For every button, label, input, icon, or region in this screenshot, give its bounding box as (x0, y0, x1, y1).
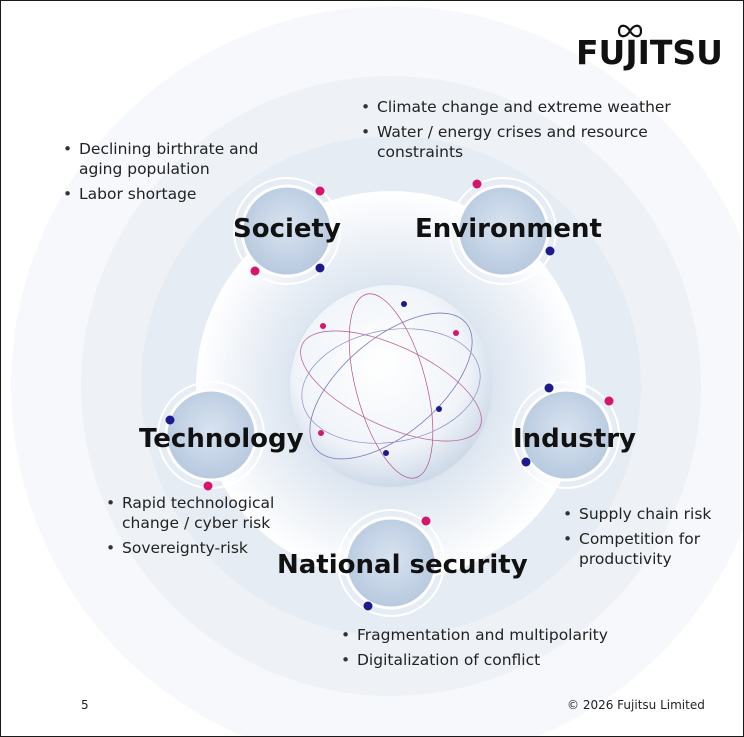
node-national-security (337, 509, 445, 617)
label-national-security: National security (277, 550, 528, 580)
technology-bullets: Rapid technological change / cyber risk … (106, 493, 306, 563)
bullet-item: Sovereignty-risk (106, 538, 306, 558)
bullet-item: Supply chain risk (563, 504, 739, 524)
bullet-item: Climate change and extreme weather (361, 97, 731, 117)
bullet-item: Declining birthrate and aging population (63, 139, 293, 179)
node-industry (512, 381, 620, 489)
label-technology: Technology (139, 424, 304, 454)
node-environment (449, 177, 557, 285)
society-bullets: Declining birthrate and aging population… (63, 139, 293, 209)
label-society: Society (233, 214, 341, 244)
node-technology (157, 381, 265, 491)
bullet-item: Labor shortage (63, 184, 293, 204)
industry-bullets: Supply chain risk Competition for produc… (563, 504, 739, 574)
fujitsu-logo: FUJITSU (576, 23, 723, 73)
bullet-item: Digitalization of conflict (341, 650, 671, 670)
bullet-item: Water / energy crises and resource const… (361, 122, 731, 162)
bullet-item: Fragmentation and multipolarity (341, 625, 671, 645)
environment-bullets: Climate change and extreme weather Water… (361, 97, 731, 167)
bullet-item: Rapid technological change / cyber risk (106, 493, 306, 533)
label-industry: Industry (513, 424, 636, 454)
copyright: © 2026 Fujitsu Limited (567, 698, 705, 712)
central-globe (288, 283, 494, 489)
label-environment: Environment (415, 214, 602, 244)
infinity-icon (617, 24, 643, 38)
page-number: 5 (81, 698, 89, 712)
bullet-item: Competition for productivity (563, 529, 739, 569)
logo-wordmark: FUJITSU (576, 33, 723, 72)
national-security-bullets: Fragmentation and multipolarity Digitali… (341, 625, 671, 675)
